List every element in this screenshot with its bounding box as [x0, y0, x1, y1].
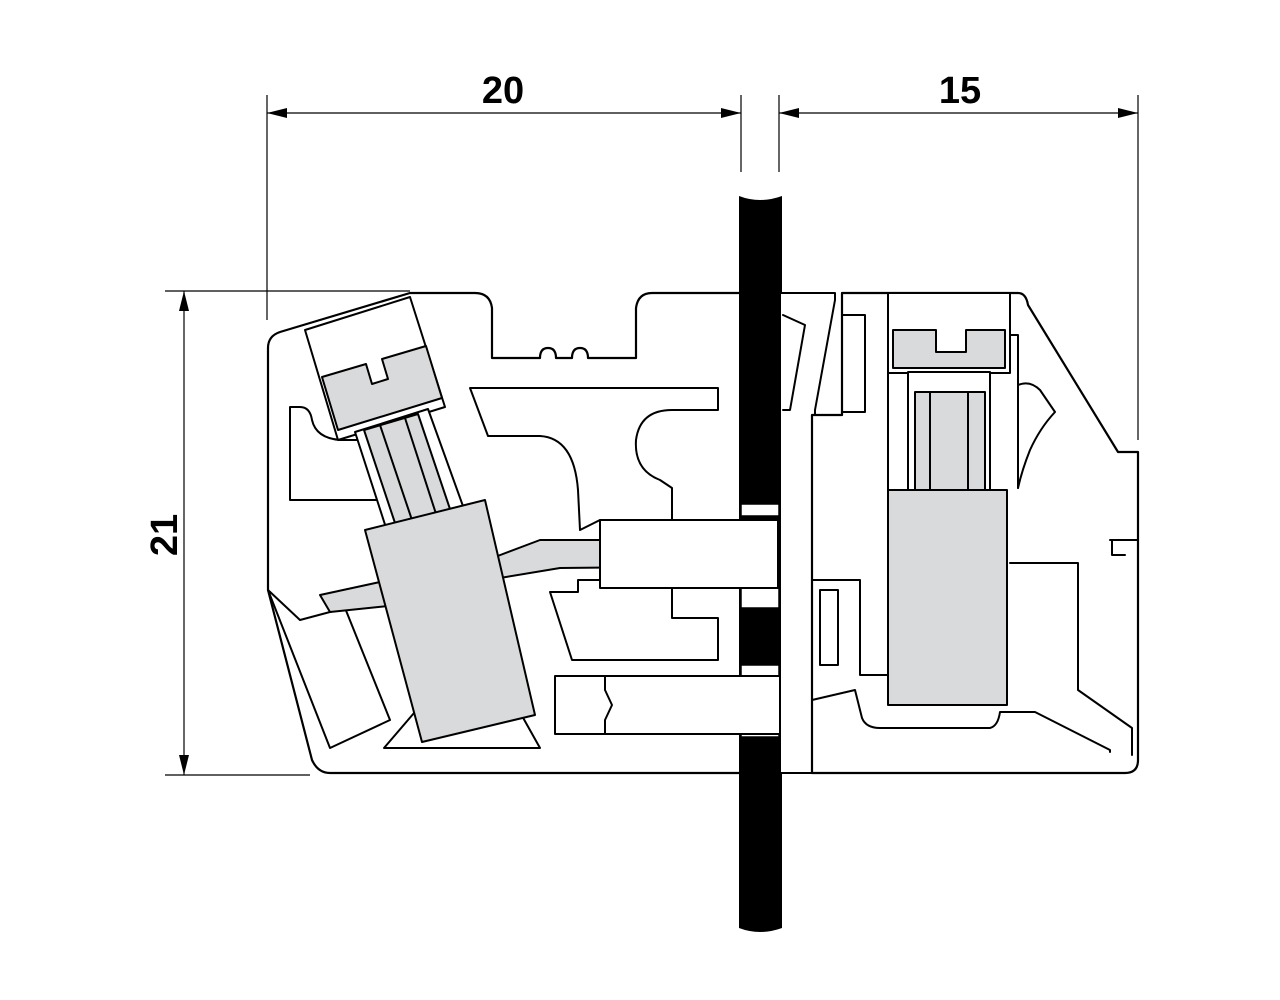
- din-rail-gap: [740, 587, 780, 609]
- right-housing-cavity: [1009, 562, 1133, 756]
- right-housing-cavity: [811, 579, 889, 676]
- right-housing-cavity: [811, 689, 1111, 753]
- rail-clip: [599, 519, 779, 589]
- right-housing-bracket: [841, 314, 866, 413]
- left-screw: [304, 296, 469, 541]
- dimension-label-left: 20: [482, 70, 524, 112]
- left-housing-cavity-right: [469, 387, 719, 531]
- dimension-width-left: 20: [266, 70, 742, 320]
- right-housing-fin: [1017, 382, 1056, 489]
- right-housing-rib: [1111, 539, 1126, 556]
- right-screw-shaft: [914, 391, 986, 491]
- dimension-label-right: 15: [939, 70, 981, 112]
- right-screw-head: [892, 329, 1006, 369]
- left-housing-foot: [267, 589, 391, 749]
- left-screw-head: [321, 345, 443, 431]
- left-screw-thread: [404, 417, 439, 521]
- right-screw: [887, 292, 1011, 706]
- right-clamp-sleeve: [887, 489, 1008, 706]
- left-screw-thread: [379, 424, 415, 527]
- left-clamp-sleeve: [364, 499, 536, 743]
- dimension-label-height: 21: [144, 514, 186, 556]
- right-housing-cavity: [819, 589, 839, 666]
- dimension-width-right: 15: [778, 70, 1139, 440]
- dimension-height: 21: [144, 290, 410, 776]
- din-rail-gap: [740, 503, 780, 517]
- rail-latch-tip: [604, 675, 613, 735]
- center-partition: [779, 292, 836, 774]
- rail-latch: [554, 675, 781, 735]
- left-housing-cavity-lower: [549, 579, 719, 661]
- center-partition-notch: [782, 314, 806, 411]
